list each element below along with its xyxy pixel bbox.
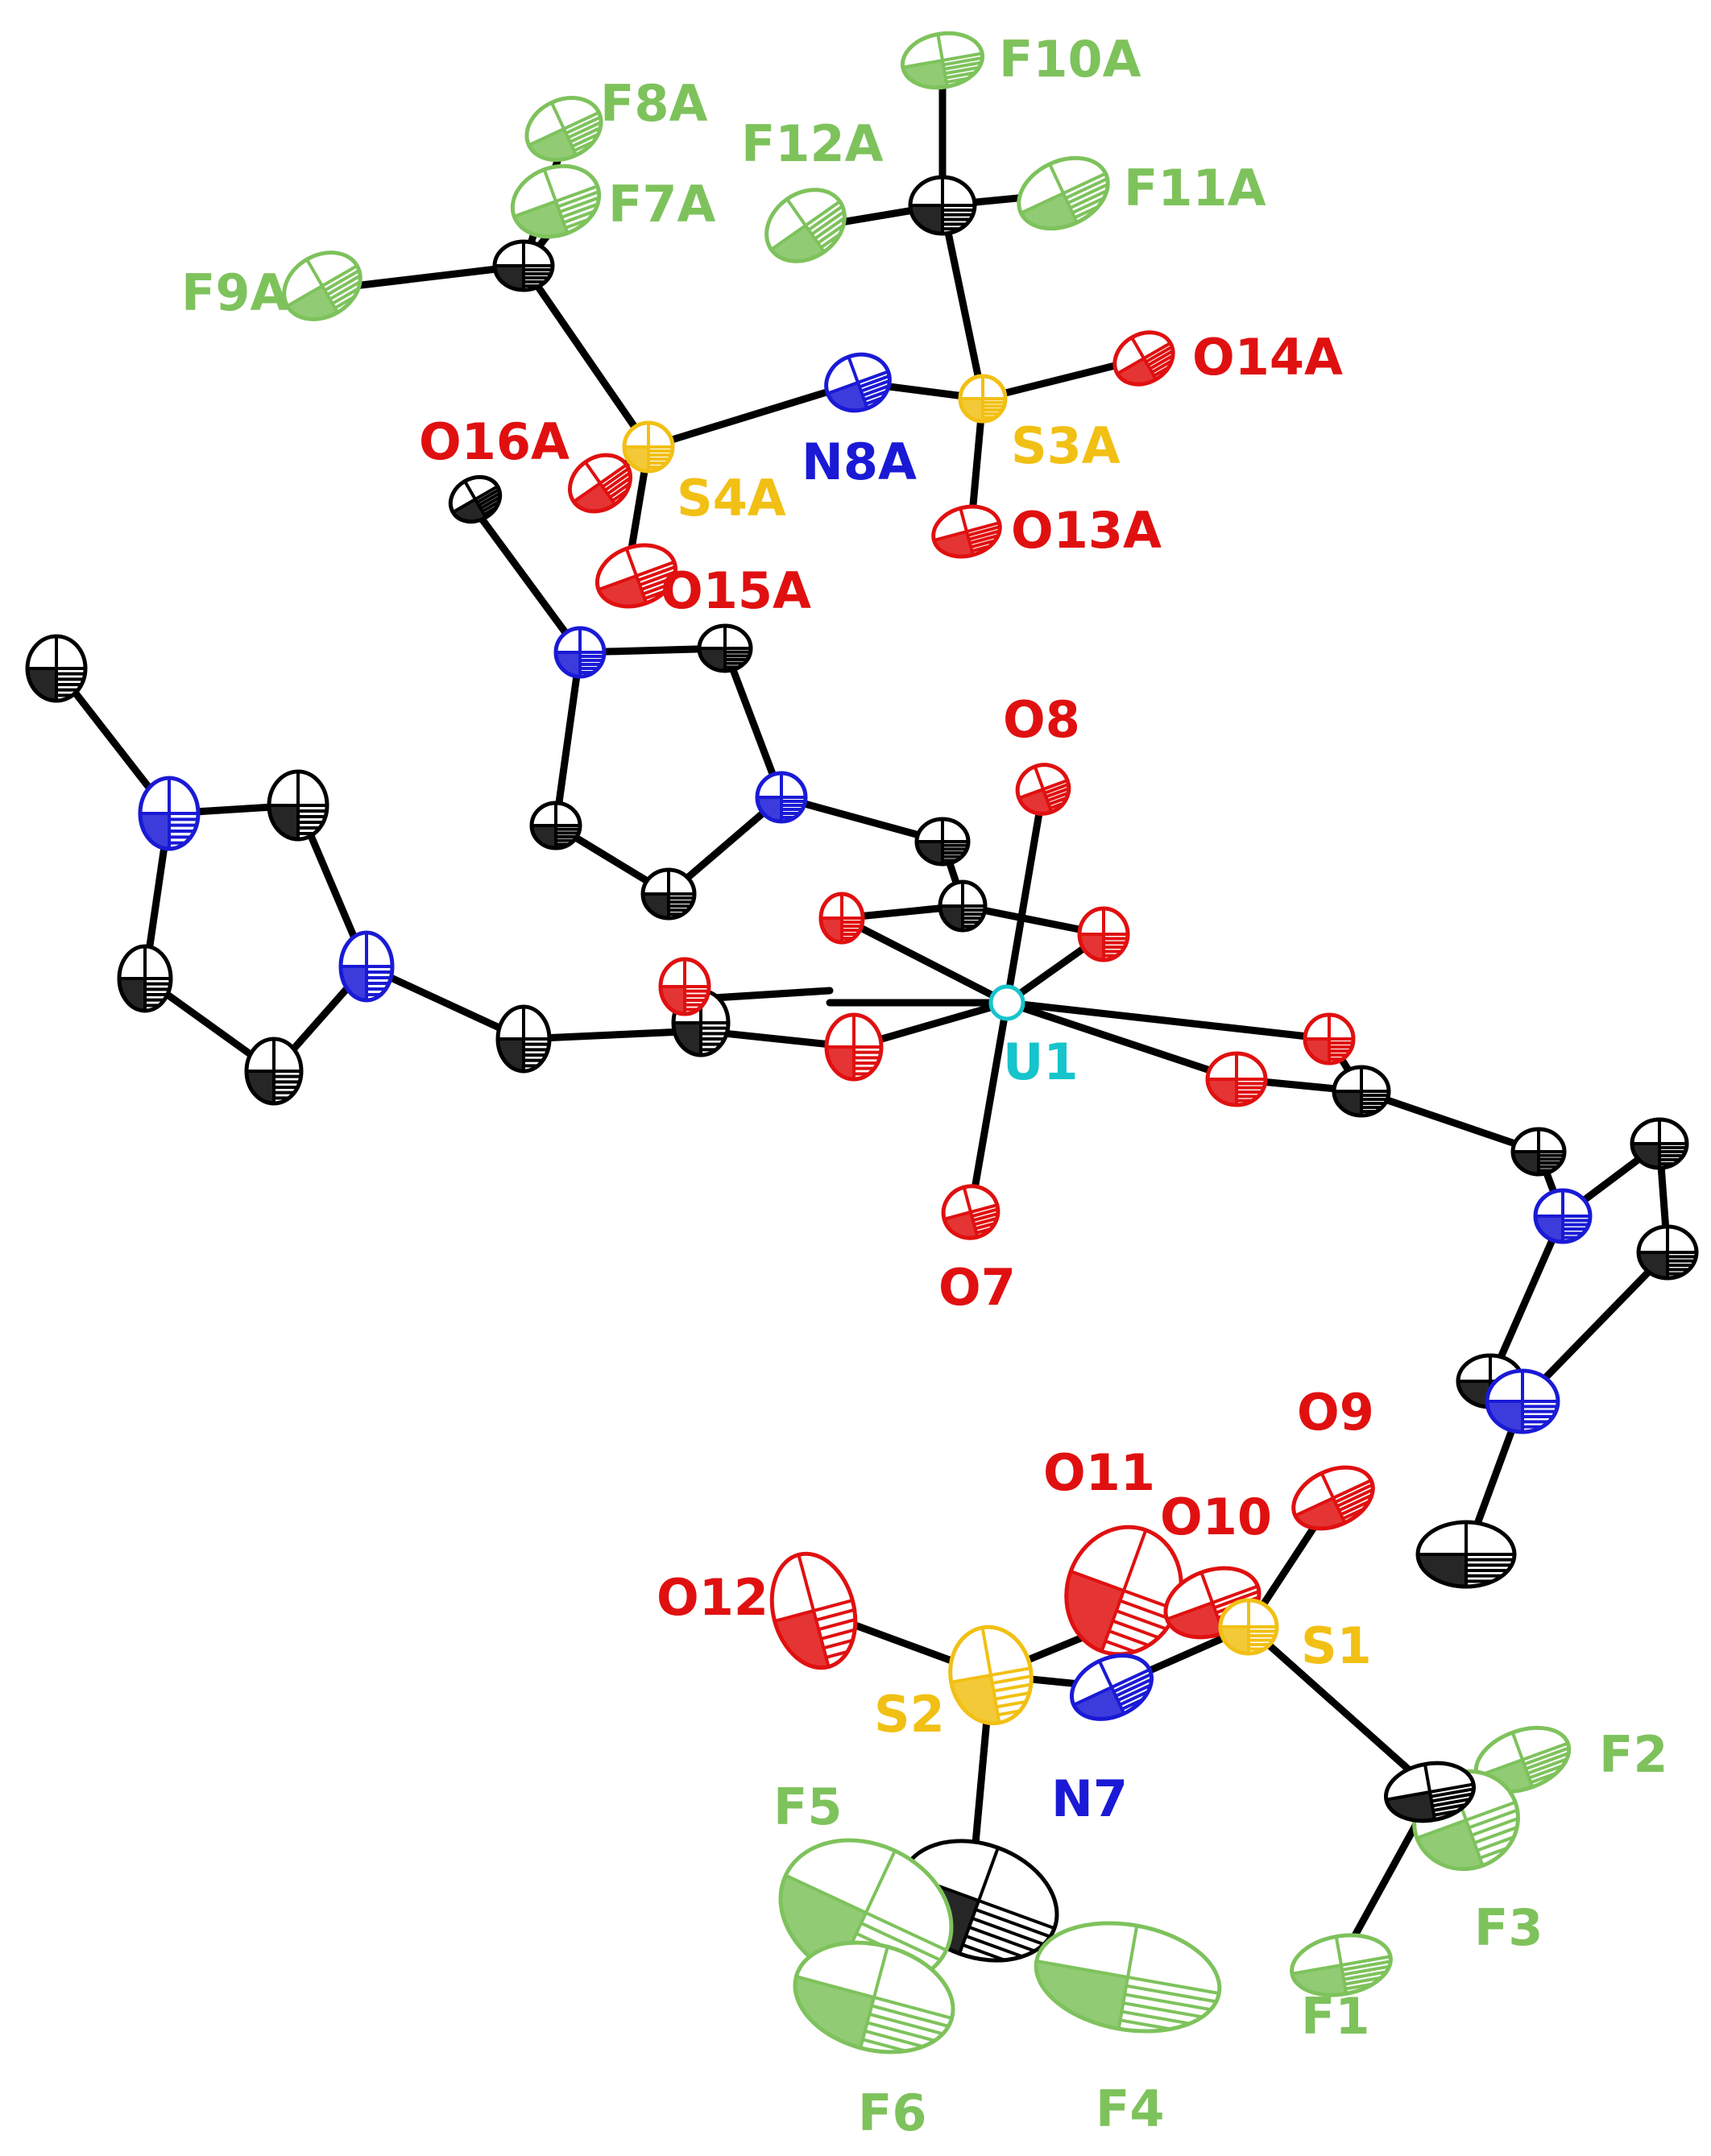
atom-C-ring-right-1 xyxy=(1630,1117,1689,1170)
atom-F8A xyxy=(524,96,603,162)
label-O10: O10 xyxy=(1160,1488,1272,1546)
atoms xyxy=(25,31,1699,2055)
atom-C-ring-left-1 xyxy=(267,769,329,842)
atom-C-methyl-left xyxy=(25,634,88,703)
atom-C-ring-top-2 xyxy=(529,801,582,850)
atom-N-ring-left-1 xyxy=(138,776,201,851)
atom-C-ch2-left xyxy=(495,1004,552,1074)
label-F5: F5 xyxy=(773,1777,843,1836)
label-O12: O12 xyxy=(657,1568,768,1627)
label-F6: F6 xyxy=(858,2084,927,2142)
atom-O13A xyxy=(931,504,1002,559)
bonds xyxy=(52,56,1672,1957)
atom-O-carb-right-2 xyxy=(1205,1051,1268,1107)
atom-C-ring-left-2 xyxy=(117,944,173,1013)
label-F10A: F10A xyxy=(999,30,1141,89)
atom-S4A xyxy=(622,420,675,474)
atom-C-cf3-lower-right xyxy=(1383,1761,1477,1823)
atom-O14A xyxy=(1112,330,1175,387)
label-F2: F2 xyxy=(1599,1725,1668,1784)
label-F7A: F7A xyxy=(608,175,715,234)
atom-C-ring-right-2 xyxy=(1636,1224,1699,1281)
atom-C-ch2-top xyxy=(914,817,971,867)
label-S1: S1 xyxy=(1301,1616,1372,1675)
atom-N-ring-top-2 xyxy=(755,771,808,824)
atom-N-ring-right-2 xyxy=(1485,1368,1560,1434)
label-O11: O11 xyxy=(1043,1443,1155,1502)
atom-S1 xyxy=(1218,1598,1279,1656)
atom-O12 xyxy=(769,1551,858,1670)
label-F11A: F11A xyxy=(1124,159,1266,217)
label-O8: O8 xyxy=(1003,690,1080,749)
atom-F11A xyxy=(1017,155,1110,231)
atom-N-ring-right-1 xyxy=(1533,1188,1593,1244)
label-O9: O9 xyxy=(1297,1383,1374,1442)
label-O16A: O16A xyxy=(419,412,570,471)
atom-O15A xyxy=(594,543,678,609)
label-S2: S2 xyxy=(874,1685,945,1744)
atom-C-methyl-top xyxy=(448,474,503,524)
atom-F9A xyxy=(282,250,362,321)
label-F8A: F8A xyxy=(600,74,707,133)
atom-F12A xyxy=(764,188,847,263)
atom-C-cf3-right xyxy=(908,175,977,236)
atom-C-ch2-right xyxy=(1510,1127,1567,1177)
atom-F4 xyxy=(1034,1921,1222,2034)
atom-O-carb-top-1 xyxy=(818,892,865,945)
atom-F6 xyxy=(793,1940,955,2055)
atom-O7 xyxy=(941,1184,1000,1240)
atom-F7A xyxy=(510,163,602,239)
atom-C-carb-right xyxy=(1332,1065,1391,1118)
atom-S3A xyxy=(958,374,1008,424)
label-O7: O7 xyxy=(938,1258,1016,1317)
atom-C-cf3-left xyxy=(492,239,555,292)
atom-C-ring-top-1 xyxy=(697,623,753,673)
label-N8A: N8A xyxy=(802,432,917,491)
labels: F8A F7A F9A F10A F12A F11A O14A O16A N8A… xyxy=(181,30,1668,2142)
atom-F1 xyxy=(1290,1933,1393,1997)
atom-O9 xyxy=(1291,1465,1375,1531)
label-S3A: S3A xyxy=(1011,416,1121,475)
label-F1: F1 xyxy=(1301,1987,1370,2046)
label-F12A: F12A xyxy=(741,114,884,173)
atom-C-ring-left-3 xyxy=(244,1037,304,1106)
atom-N8A xyxy=(824,352,892,413)
atom-O-carb-left-2 xyxy=(824,1012,884,1082)
label-U1: U1 xyxy=(1003,1032,1078,1091)
atom-N7 xyxy=(1069,1653,1154,1721)
atom-N-ring-left-2 xyxy=(338,930,395,1003)
atom-O-carb-top-2 xyxy=(1077,906,1130,962)
label-O14A: O14A xyxy=(1192,328,1343,387)
atom-O-carb-right-1 xyxy=(1303,1012,1356,1066)
atom-N-ring-top-1 xyxy=(553,626,607,679)
label-O13A: O13A xyxy=(1011,501,1162,560)
label-F9A: F9A xyxy=(181,263,288,322)
label-F4: F4 xyxy=(1096,2079,1165,2138)
atom-O8 xyxy=(1015,763,1071,816)
atom-C-carb-top xyxy=(938,879,988,933)
label-S4A: S4A xyxy=(677,469,786,528)
label-F3: F3 xyxy=(1474,1898,1543,1957)
atom-C-ring-top-3 xyxy=(640,867,697,921)
atom-O16A xyxy=(567,453,633,514)
atom-O-carb-left-1 xyxy=(658,957,711,1016)
atom-U1 xyxy=(988,984,1025,1021)
atom-S2 xyxy=(948,1624,1034,1726)
atom-C-methyl-right xyxy=(1415,1520,1517,1589)
atom-F10A xyxy=(900,31,985,90)
label-O15A: O15A xyxy=(661,561,811,620)
label-N7: N7 xyxy=(1051,1769,1128,1828)
